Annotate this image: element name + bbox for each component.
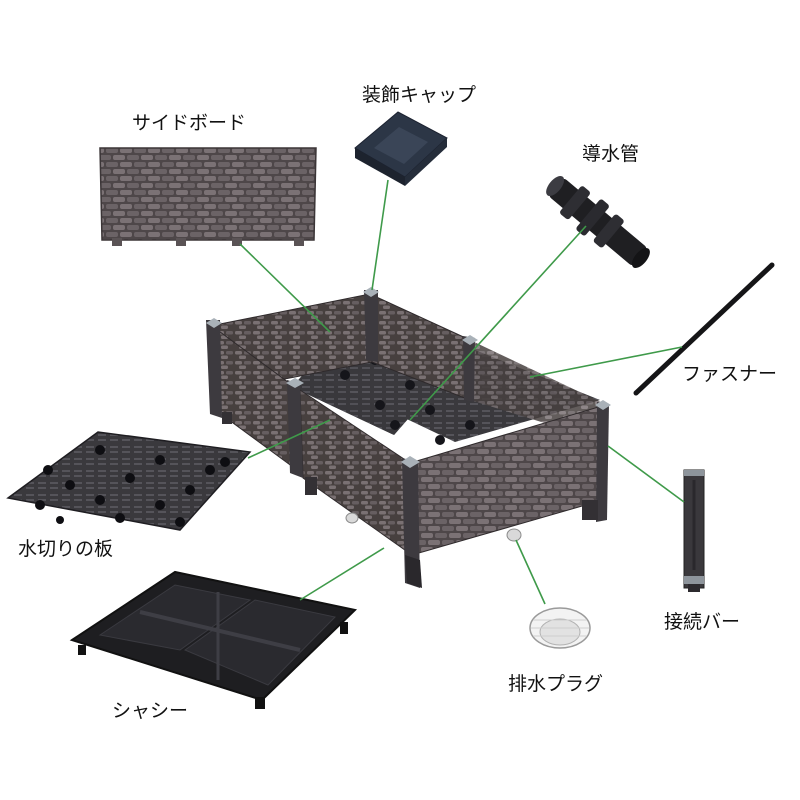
label-side-board: サイドボード [132,112,247,134]
fastener-part [633,262,775,396]
chassis-part [69,570,358,709]
label-decorative-cap: 装飾キャップ [362,84,477,106]
leader-side-board [239,243,331,333]
label-fastener: ファスナー [682,363,778,385]
leader-drain-plug [515,539,546,605]
label-connecting-bar: 接続バー [664,611,741,633]
leader-drain-board [247,419,331,459]
drain-plug-part [529,607,591,649]
connecting-bar-part [683,469,705,592]
label-chassis: シャシー [112,700,189,722]
leader-drain-pipe [409,225,587,421]
label-drain-pipe: 導水管 [582,143,640,165]
drain-pipe-part [546,176,650,268]
leader-lines [239,179,685,605]
drain-board-part [6,431,252,531]
leader-decorative-cap [371,179,389,291]
decorative-cap-part [354,111,448,186]
side-board-panel [99,147,317,246]
leader-chassis [299,547,385,601]
label-drain-board: 水切りの板 [18,538,114,560]
leader-connecting-bar [607,445,685,503]
label-drain-plug: 排水プラグ [508,673,604,695]
leader-fastener [529,346,683,378]
planter-box-assembly [206,287,611,588]
